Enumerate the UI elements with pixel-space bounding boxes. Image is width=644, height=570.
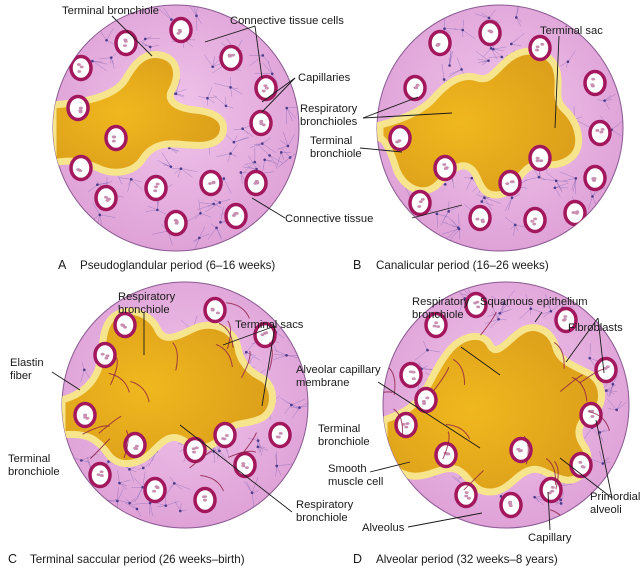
panel-b-capillaries [388, 19, 612, 234]
captions: A Pseudoglandular period (6–16 weeks) B … [8, 258, 558, 566]
label-connective-tissue-cells: Connective tissue cells [230, 15, 344, 27]
capillary-cross-section [539, 476, 563, 504]
panel-a-capillaries [66, 16, 278, 237]
capillary-cross-section [394, 411, 418, 439]
capillary-cross-section [253, 321, 277, 349]
labels: Terminal bronchiole Connective tissue ce… [8, 5, 640, 544]
panel-b [376, 4, 624, 252]
capillary-cross-section [468, 204, 492, 232]
capillary-cross-section [388, 124, 412, 152]
panel-c [61, 281, 309, 529]
label-connective-tissue: Connective tissue [285, 213, 373, 225]
capillary-cross-section [569, 451, 593, 479]
caption-d-letter: D [353, 552, 362, 566]
caption-d-text: Alveolar period (32 weeks–8 years) [376, 553, 558, 566]
panel-c-elastin-fibers [82, 302, 273, 492]
capillary-cross-section [583, 69, 607, 97]
caption-b-letter: B [353, 258, 361, 272]
label-terminal-sac: Terminal sac [540, 25, 603, 37]
capillary-cross-section [123, 431, 147, 459]
capillary-cross-section [66, 94, 90, 122]
caption-a-letter: A [58, 258, 67, 272]
capillary-cross-section [594, 356, 618, 384]
capillary-cross-section [428, 29, 452, 57]
label-squamous-epithelium: Squamous epithelium [480, 296, 588, 308]
label-terminal-sacs: Terminal sacs [235, 319, 304, 331]
capillary-cross-section [219, 44, 243, 72]
capillary-cross-section [183, 436, 207, 464]
panel-d [382, 281, 630, 529]
capillary-cross-section [69, 154, 93, 182]
panel-d-smooth-muscle [383, 311, 610, 528]
panel-a [52, 4, 300, 252]
caption-a-text: Pseudoglandular period (6–16 weeks) [80, 259, 275, 272]
label-fibroblasts: Fibroblasts [568, 322, 623, 334]
capillary-cross-section [528, 34, 552, 62]
label-capillaries: Capillaries [298, 72, 351, 84]
capillary-cross-section [498, 169, 522, 197]
capillary-cross-section [464, 291, 488, 319]
label-terminal-bronchiole: Terminal bronchiole [62, 5, 159, 17]
capillary-cross-section [414, 386, 438, 414]
leader-lines [51, 15, 613, 531]
panel-c-capillaries [73, 296, 292, 514]
caption-b-text: Canalicular period (16–26 weeks) [376, 259, 549, 272]
capillary-cross-section [104, 124, 128, 152]
capillary-cross-section [114, 29, 138, 57]
capillary-cross-section [224, 202, 248, 230]
capillary-cross-section [268, 421, 292, 449]
capillary-cross-section [399, 361, 423, 389]
capillary-cross-section [528, 144, 552, 172]
capillary-cross-section [203, 296, 227, 324]
panel-a-bronchiole-lumen [53, 50, 227, 176]
label-capillary: Capillary [528, 532, 572, 544]
caption-c-text: Terminal saccular period (26 weeks–birth… [30, 553, 245, 566]
capillary-cross-section [233, 451, 257, 479]
caption-c-letter: C [8, 552, 17, 566]
label-alveolus: Alveolus [362, 522, 405, 534]
capillary-cross-section [93, 341, 117, 369]
